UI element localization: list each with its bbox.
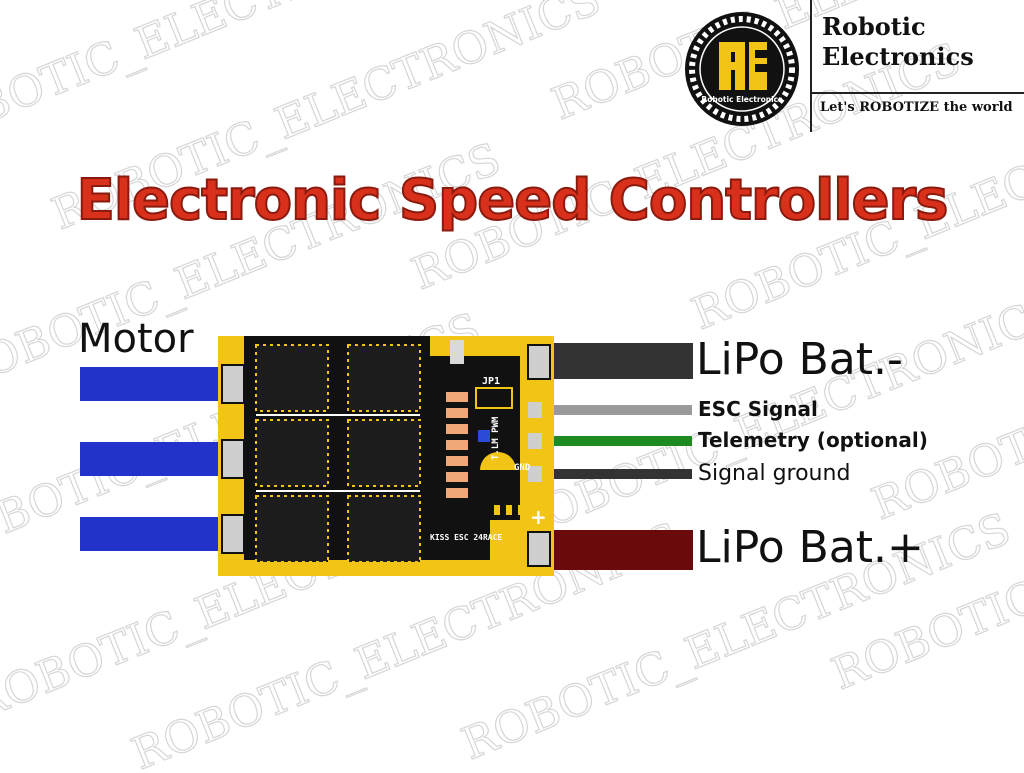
label-motor: Motor [78, 316, 194, 362]
brand-rule [812, 92, 1024, 94]
logo-caption: Robotic Electronics [701, 95, 783, 104]
board-marking-tlm-pwm: T.LM PWM [491, 416, 501, 460]
label-lipo-negative: LiPo Bat.- [696, 334, 903, 385]
brand-logo: Robotic Electronics [685, 12, 799, 126]
page-title: Electronic Speed Controllers [76, 167, 950, 234]
brand-divider [810, 0, 812, 132]
lipo-pos-wire [545, 530, 693, 570]
brand-header: Robotic Electronics Robotic Electronics … [0, 0, 1024, 140]
board-marking-jp1: JP1 [482, 376, 500, 387]
svg-text:+: + [530, 505, 547, 529]
label-telemetry: Telemetry (optional) [698, 428, 928, 452]
esc-signal-wire [540, 405, 692, 415]
lipo-neg-wire [545, 343, 693, 379]
signal-ground-wire [540, 469, 692, 479]
brand-name: Robotic Electronics [822, 12, 974, 72]
board-marking-model: KISS ESC 24RACE [430, 533, 502, 542]
brand-name-line2: Electronics [822, 42, 974, 71]
motor-wire-1 [80, 367, 230, 401]
label-lipo-positive: LiPo Bat.+ [696, 522, 924, 573]
brand-tagline: Let's ROBOTIZE the world [820, 100, 1013, 115]
board-marking-gnd: GND [514, 463, 531, 473]
motor-wire-2 [80, 442, 230, 476]
label-signal-ground: Signal ground [698, 461, 851, 486]
label-esc-signal: ESC Signal [698, 397, 818, 421]
telemetry-wire [540, 436, 692, 446]
motor-wire-3 [80, 517, 230, 551]
esc-board: JP1 T.LM PWM GND KISS ESC 24RACE + [218, 336, 554, 576]
brand-name-line1: Robotic [822, 12, 926, 41]
